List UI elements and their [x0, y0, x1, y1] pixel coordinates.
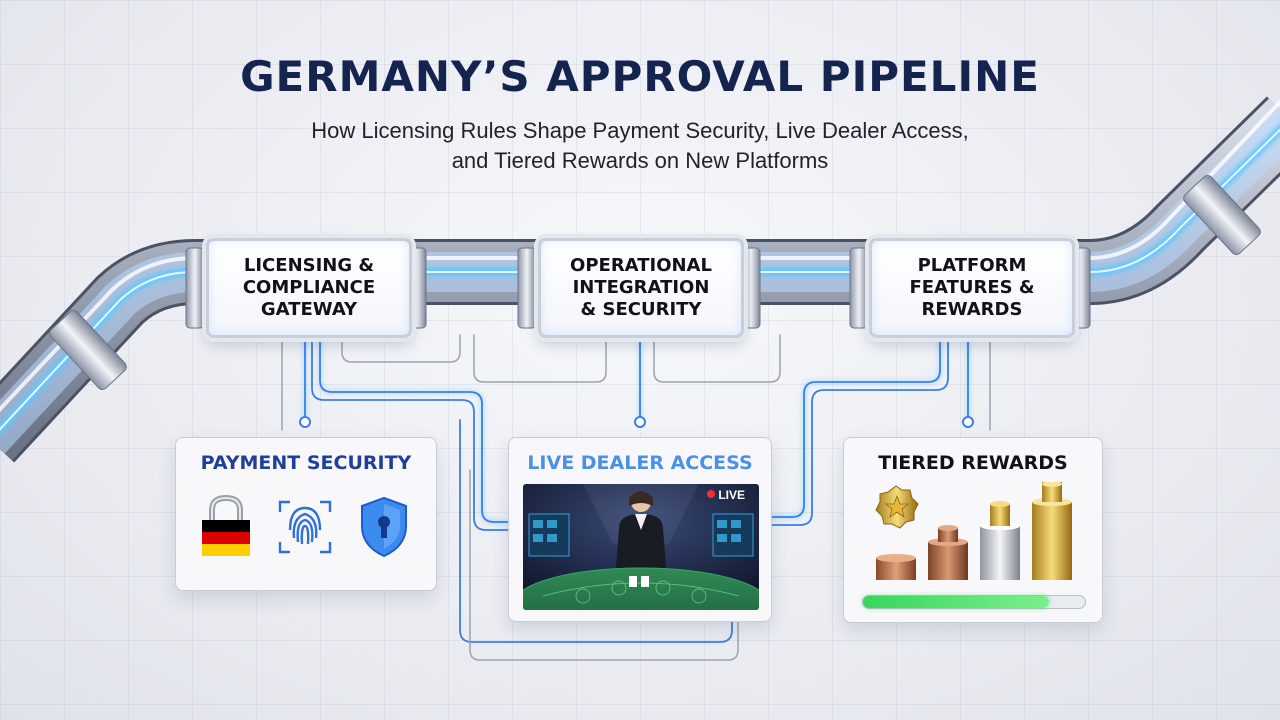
- padlock-icon: [202, 494, 250, 556]
- stage-licensing-compliance: LICENSING & COMPLIANCE GATEWAY: [206, 238, 412, 338]
- flag-stripe-red: [202, 532, 250, 544]
- panel-tiered-rewards: TIERED REWARDS: [843, 437, 1103, 623]
- copper-tier-icon: [928, 525, 968, 580]
- flag-stripe-black: [202, 520, 250, 532]
- rewards-progress-fill: [863, 596, 1050, 608]
- panel-title: LIVE DEALER ACCESS: [527, 452, 753, 474]
- panel-title: TIERED REWARDS: [878, 452, 1068, 474]
- fingerprint-icon: [278, 500, 332, 554]
- shield-keyhole-icon: [361, 496, 407, 558]
- rewards-progress-bar: [862, 595, 1086, 609]
- stage-operational-integration: OPERATIONAL INTEGRATION & SECURITY: [538, 238, 744, 338]
- live-badge: LIVE: [718, 488, 745, 502]
- panel-payment-security: PAYMENT SECURITY: [175, 437, 437, 591]
- bronze-tier-icon: [876, 554, 916, 580]
- stage-platform-features: PLATFORM FEATURES & REWARDS: [869, 238, 1075, 338]
- subtitle-line-1: How Licensing Rules Shape Payment Securi…: [311, 118, 969, 143]
- circuit-lines: [281, 332, 991, 661]
- flag-stripe-gold: [202, 544, 250, 556]
- page-subtitle: How Licensing Rules Shape Payment Securi…: [0, 116, 1280, 176]
- stage-label: PLATFORM FEATURES & REWARDS: [909, 255, 1035, 320]
- reward-tiers-graphic: [875, 482, 1072, 580]
- subtitle-line-2: and Tiered Rewards on New Platforms: [451, 148, 829, 173]
- silver-tier-icon: [980, 501, 1020, 580]
- page-title: GERMANY’S APPROVAL PIPELINE: [240, 52, 1040, 101]
- pipe-flanges: [49, 175, 1261, 390]
- panel-live-dealer-access: LIVE DEALER ACCESS: [508, 437, 772, 622]
- live-dealer-scene: LIVE: [523, 484, 759, 610]
- gold-tier-icon: [1032, 482, 1072, 580]
- star-medal-icon: [875, 485, 919, 529]
- panel-title: PAYMENT SECURITY: [200, 452, 412, 474]
- stage-label: OPERATIONAL INTEGRATION & SECURITY: [570, 255, 712, 320]
- live-dealer-image: [523, 484, 759, 610]
- stage-label: LICENSING & COMPLIANCE GATEWAY: [242, 255, 376, 320]
